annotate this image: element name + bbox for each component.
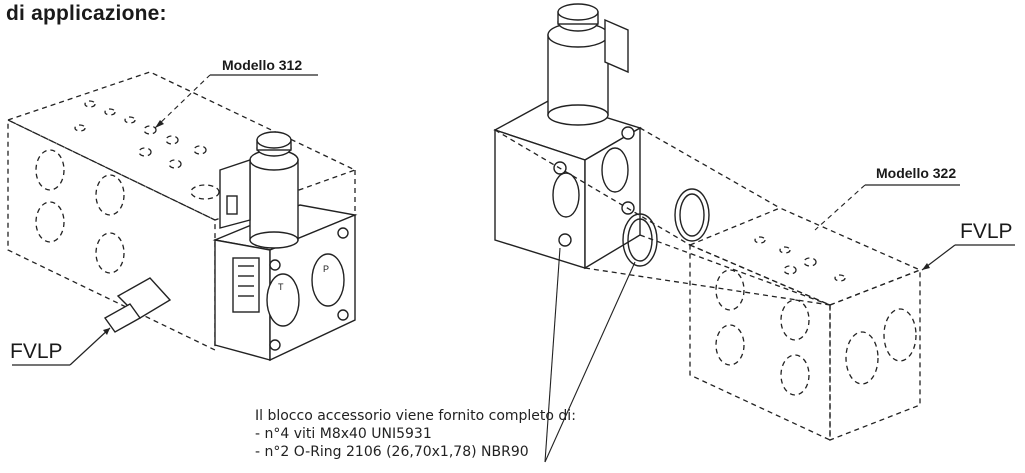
manifold-block-top-face: [6, 71, 357, 221]
accessory-note: Il blocco accessorio viene fornito compl…: [255, 407, 576, 461]
port-circle: [35, 201, 65, 243]
port-label-p: P: [323, 264, 329, 274]
accessory-note-item: - n°4 viti M8x40 UNI5931: [255, 426, 432, 442]
label-fvlp-left: FVLP: [10, 340, 63, 363]
manifold-block-right-front: [689, 244, 831, 442]
label-modello-322: Modello 322: [876, 165, 957, 181]
port-circle: [95, 232, 125, 274]
section-heading: di applicazione:: [6, 2, 167, 25]
subplate-port: [601, 147, 629, 193]
valve-port-p: [311, 253, 345, 307]
o-ring: [674, 188, 710, 242]
o-ring: [622, 213, 658, 267]
port-circle: [35, 149, 65, 191]
subplate-port: [552, 172, 580, 218]
label-fvlp-right: FVLP: [960, 220, 1013, 243]
port-circle: [95, 174, 125, 216]
port-label-t: T: [278, 282, 284, 292]
manifold-block-right-side: [829, 269, 921, 441]
manifold-block-front-face: [7, 118, 216, 352]
label-modello-312: Modello 312: [222, 57, 303, 73]
accessory-note-intro: Il blocco accessorio viene fornito compl…: [255, 408, 576, 424]
valve-port-t: [266, 273, 300, 327]
accessory-note-item: - n°2 O-Ring 2106 (26,70x1,78) NBR90: [255, 444, 529, 460]
manifold-block-right-top: [688, 207, 922, 306]
